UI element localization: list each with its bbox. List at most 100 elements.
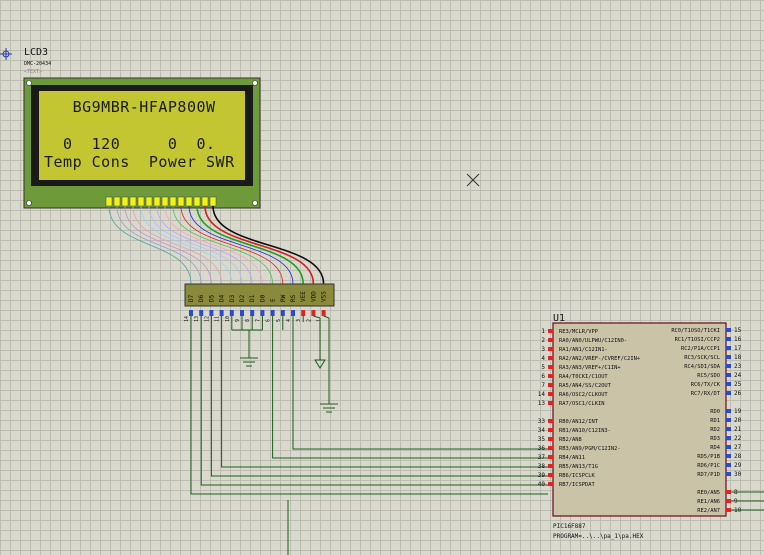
ribbon-wire [180,205,284,285]
lcd-row-1: BG9MBR-HFAP800W [44,98,216,116]
connector-pin-label: D2 [239,294,246,302]
mcu-pin [726,418,731,422]
mcu-pin-number: 15 [734,327,742,334]
lcd-pad [121,196,129,207]
mcu-pin [548,374,553,378]
mcu-pin [548,356,553,360]
connector-pin [270,310,275,316]
mcu-pin-label: RA3/AN3/VREF+/C1IN+ [559,365,621,371]
power-symbol-icon [314,318,326,369]
mcu-pin-number: 17 [734,345,742,352]
mcu-pin-label: RD3 [710,436,720,442]
mcu-pin [548,482,553,486]
ribbon-wire [148,205,243,285]
mcu-pin [548,329,553,333]
mcu-pin-label: RC3/SCK/SCL [684,355,720,361]
ribbon-wire [212,205,325,285]
mcu-pin-number: 4 [541,355,545,362]
connector-pin [260,310,265,316]
lcd-connector-header[interactable] [184,283,335,307]
mcu-pin-label: RE0/AN5 [697,490,720,496]
mcu-pin-label: RC6/TX/CK [691,382,721,388]
mcu-pin-number: 2 [541,337,545,344]
connector-pin-label: D6 [198,294,205,302]
connector-pin-number: 14 [184,316,190,322]
connector-pin-number: 4 [286,319,292,322]
mcu-wire [272,316,548,459]
connector-pin-number: 2 [306,319,312,322]
lcd-pad [193,196,201,207]
mcu-pin-label: RD6/P1C [697,463,720,469]
ribbon-wire [132,205,222,285]
mcu-pin-label: RB4/AN11 [559,455,585,461]
connector-pin-label: D4 [219,294,226,302]
mcu-pin-number: 36 [538,445,546,452]
mcu-pin [548,428,553,432]
connector-pin [229,310,234,316]
mcu-pin-number: 40 [538,481,546,488]
mcu-pin [726,409,731,413]
connector-pin-label: VSS [321,291,328,302]
lcd-module[interactable]: BG9MBR-HFAP800W 0 120 0 0. Temp Cons Pow… [23,77,261,209]
ribbon-wire [108,205,192,285]
mcu-pin-label: RB6/ICSPCLK [559,473,595,479]
connector-pin-label: RS [290,294,297,302]
mcu-connection-wires [190,315,548,555]
lcd-ribbon-wires [108,205,325,285]
lcd-row-3: 0 120 0 0. [44,135,216,153]
lcd-pad [185,196,193,207]
connector-pin [311,310,316,316]
mcu-pin-number: 18 [734,354,742,361]
mcu-pin-number: 7 [541,382,545,389]
mcu-pin [726,373,731,377]
origin-marker-icon [0,48,12,60]
connector-pin-number: 5 [276,319,282,322]
lcd-pad [169,196,177,207]
lcd-pad [105,196,113,207]
lcd-ref-label: LCD3 [24,47,48,58]
lcd-pad [137,196,145,207]
mcu-pin-label: RB0/AN12/INT [559,419,599,425]
connector-pin-number: 12 [204,316,210,322]
mcu-pin [726,499,731,503]
mcu-pin [548,446,553,450]
mcu-pin-number: 19 [734,408,742,415]
mcu-pin-number: 13 [538,400,546,407]
mcu-pin-label: RD4 [710,445,720,451]
mcu-pin-label: RD7/P1D [697,472,720,478]
mcu-pin-label: RA7/OSC1/CLKIN [559,401,604,407]
mcu-pin-label: RC4/SDI/SDA [684,364,720,370]
mcu-ref-label: U1 [553,313,565,324]
mcu-pin [548,347,553,351]
mcu-pin [548,401,553,405]
ribbon-wire [196,205,304,285]
mcu-pin-label: RB5/AN13/T1G [559,464,598,470]
connector-pin-label: RW [280,294,287,302]
mcu-pin [726,391,731,395]
connector-pin-number: 3 [296,319,302,322]
mcu-wire [200,316,548,486]
connector-pin-number: 11 [215,316,221,322]
mcu-wire [292,316,548,450]
mcu-pin-number: 34 [538,427,546,434]
mcu-pin-number: 5 [541,364,545,371]
mcu-pin-label: RA4/T0CKI/C1OUT [559,374,608,380]
ribbon-wire [188,205,294,285]
mcu-pin-label: RC5/SDO [697,373,720,379]
mcu-pin-label: RB2/AN8 [559,437,582,443]
connector-pin [280,310,285,316]
mcu-pin [548,437,553,441]
mcu-pin-label: RD5/P1B [697,454,720,460]
mcu-chip[interactable] [552,322,727,517]
lcd-pad [145,196,153,207]
mcu-wire [313,315,321,319]
connector-pin [291,310,295,316]
mcu-pin-number: 23 [734,363,742,370]
lcd-screen [39,91,245,180]
mcu-pin [726,337,731,341]
mcu-pin-number: 21 [734,426,742,433]
mcu-pin-number: 37 [538,454,546,461]
